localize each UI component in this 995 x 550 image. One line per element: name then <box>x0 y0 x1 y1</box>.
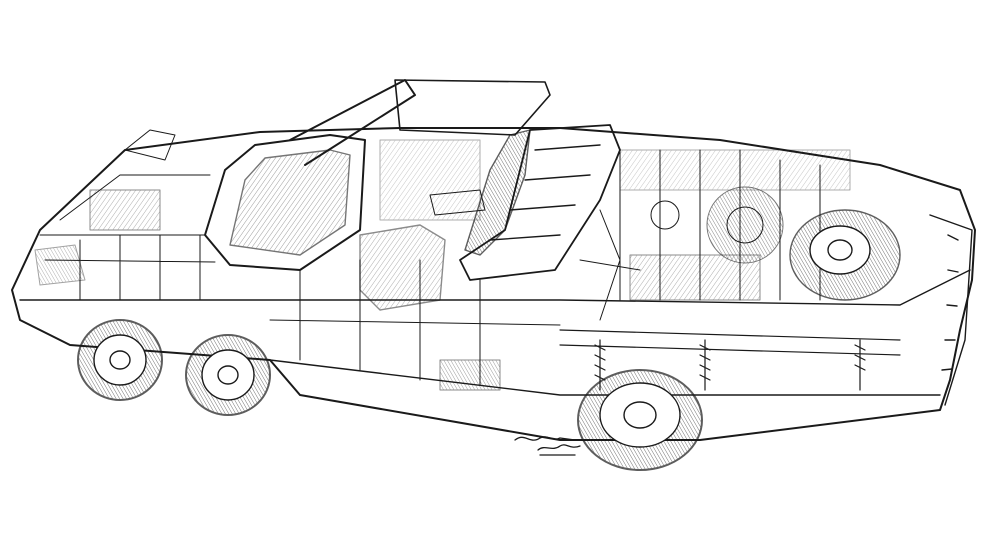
sill-line <box>269 359 941 396</box>
rear-lights <box>941 234 959 371</box>
front-wheel-2 <box>185 334 271 416</box>
front-wheel-1 <box>77 319 163 401</box>
cabin-structure <box>259 139 561 391</box>
rear-panel <box>929 214 973 406</box>
rear-wheel <box>577 369 703 471</box>
spare-tire <box>789 209 901 301</box>
engine-bay <box>579 149 851 321</box>
artist-signature <box>514 436 581 456</box>
rear-suspension <box>559 329 901 391</box>
air-filter <box>706 186 784 264</box>
windscreen-glass <box>229 149 351 256</box>
removable-roof-panel <box>394 79 551 136</box>
seat-back <box>464 129 531 256</box>
front-structure <box>34 129 216 301</box>
seat <box>359 224 446 311</box>
roll-bar <box>289 79 416 166</box>
windscreen-frame <box>204 134 366 271</box>
cover-ribs <box>489 144 601 241</box>
